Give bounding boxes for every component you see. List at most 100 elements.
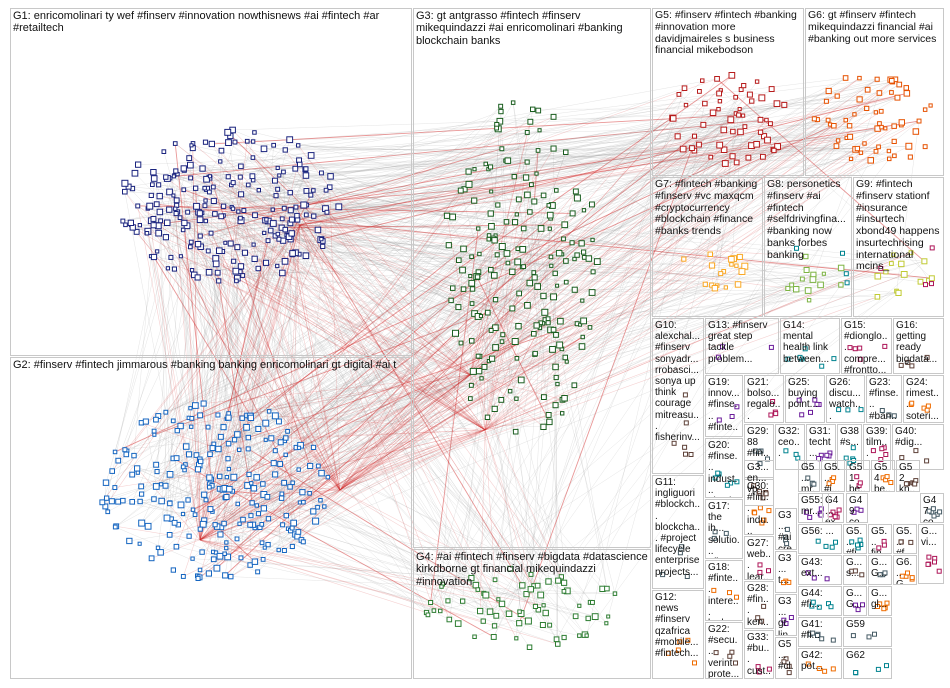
group-label: G5... #fi... [846,526,864,554]
group-label: G3: gt antgrasso #fintech #finserv mikeq… [416,10,648,47]
group-label: G22: #secu... verint prote... [708,624,740,679]
group-label: G11: ingliguori #blockch... blockcha... … [655,477,701,578]
group-label: G51 be... [849,462,867,492]
group-box-g1: G1: enricomolinari ty wef #finserv #inno… [10,8,412,356]
group-box-g28: G28: #fin... ken... [744,581,774,629]
group-box-g20: G20: #finse... indust... altusb... [705,438,743,498]
group-box-g27: G27: web... lear... [744,536,774,580]
group-box-g51: G51 be... [846,460,870,492]
group-label: G2: #finserv #fintech jimmarous #banking… [13,359,409,371]
group-label: G33: #bu... cust... [747,632,771,679]
group-box-g57: G5... fin... [868,524,892,554]
group-label: G62 [846,650,889,661]
group-label: G5: #finserv #fintech #banking #innovati… [655,10,801,57]
group-label: G1: enricomolinari ty wef #finserv #inno… [13,10,409,35]
group-label: G3... #ai cre... [778,510,794,550]
group-box-g3: G3: gt antgrasso #fintech #finserv mikeq… [413,8,651,548]
group-label: G19: innov... #finse... #finte... [708,377,740,437]
group-box-g47: G47 co... [920,493,944,523]
group-box-g18: G18: #finte... intere... look... [705,560,743,621]
group-label: G7: #fintech #banking #finserv #vc maxqc… [655,179,760,238]
group-label: G... s... [846,557,864,579]
group-box-g55: G55: mr... [798,493,829,523]
group-box-g65: G... G... [868,555,892,585]
group-box-g26: G26: discu... watch... [826,375,865,423]
group-box-g43: G43: ext... [798,555,842,585]
group-label: G... G... [846,588,864,610]
group-box-g42: G42: pot... [798,648,842,679]
group-label: G27: web... lear... [747,538,771,580]
group-box-g34: G3... en... vp... [744,460,774,506]
group-label: G38 #s... [840,426,859,448]
group-box-g16: G16: getting ready bigdata... [893,318,944,374]
group-box-g60: G6... G... [893,555,917,585]
group-label: G8: personetics #finserv #ai #fintech #s… [767,179,849,261]
group-box-g56: G56: ... [798,524,842,554]
group-box-g7: G7: #fintech #banking #finserv #vc maxqc… [652,177,763,317]
group-label: G31: techt... [809,426,833,460]
group-box-g61: G... G... [843,586,867,616]
group-box-g36: G3... t... [775,551,797,593]
group-label: G26: discu... watch... [829,377,862,422]
group-box-g62: G62 [843,648,892,679]
group-label: G6: gt #finserv #fintech mikequindazzi f… [808,10,941,45]
group-label: G49 co... [849,495,865,523]
group-label: G41: #fi... [801,619,839,641]
group-label: G54 be... [874,462,892,492]
group-label: G17: the ih... solutio... #finte... [708,501,740,559]
group-box-g49: G49 co... [846,493,868,523]
group-label: G3... gt lin... [778,596,794,636]
group-box-g23: G23: #finse... #ban... [866,375,902,423]
group-label: G5... #i... [824,462,842,492]
group-box-g17: G17: the ih... solutio... #finte... [705,499,743,559]
group-label: G5... mr... [801,462,817,492]
group-box-g24: G24: rimest... soteri... [903,375,944,423]
group-label: G59 [846,619,889,630]
group-box-g37: G3... gt lin... [775,594,797,636]
group-box-g6: G6: gt #finserv #fintech mikequindazzi f… [805,8,944,176]
group-box-g48: G5... #i... [821,460,845,492]
group-box-g66: G... gl... [868,586,892,616]
group-label: G12: news #finserv qzafrica #mobile... #… [655,592,701,659]
group-label: G25: buying point... [788,377,822,411]
group-label: G56: ... [801,526,839,537]
group-box-g4: G4: #ai #fintech #finserv #bigdata #data… [413,549,651,679]
group-box-g21: G21: bolso... regalo... [744,375,784,423]
group-label: G4: #ai #fintech #finserv #bigdata #data… [416,551,648,588]
group-label: G13: #finserv great step tackle problem.… [708,320,776,365]
group-label: G42: pot... [801,650,839,672]
group-label: G44: #fi... [801,588,839,610]
group-box-g2: G2: #finserv #fintech jimmarous #banking… [10,357,412,679]
group-label: G... G... [871,557,889,579]
group-box-g14: G14: mental health link between... [780,318,840,374]
group-label: G... gl... [871,588,889,610]
group-box-g11: G11: ingliguori #blockch... blockcha... … [652,475,704,589]
group-box-g33: G33: #bu... cust... [744,630,774,679]
group-box-g10: G10: alexchal... #finserv sonyadr... rro… [652,318,704,474]
group-label: G9: #fintech #finserv stationf #insuranc… [856,179,941,273]
group-label: G3... en... vp... [747,462,771,496]
group-label: G... vi... [921,526,941,548]
group-label: G47 co... [923,495,941,523]
group-label: G5... fin... [871,526,889,554]
group-box-g58: G5... #f... [893,524,917,554]
group-label: G24: rimest... soteri... [906,377,941,422]
group-box-g22: G22: #secu... verint prote... [705,622,743,679]
group-label: G28: #fin... ken... [747,583,771,629]
group-box-g12: G12: news #finserv qzafrica #mobile... #… [652,590,704,679]
group-box-g53: G5... mr... [798,460,820,492]
group-label: G5... #cl... [778,639,794,679]
group-label: G14: mental health link between... [783,320,837,365]
group-label: G5... #f... [896,526,914,554]
group-box-g13: G13: #finserv great step tackle problem.… [705,318,779,374]
group-label: G52 kn... [899,462,917,492]
group-box-g64: G... s... [843,555,867,585]
group-box-g15: G15: #dionglo... compre... #frontto... [841,318,892,374]
group-box-g44: G44: #fi... [798,586,842,616]
group-box-g54: G54 be... [871,460,895,492]
group-box-g19: G19: innov... #finse... #finte... [705,375,743,437]
group-label: G10: alexchal... #finserv sonyadr... rro… [655,320,701,443]
group-box-g9: G9: #fintech #finserv stationf #insuranc… [853,177,944,317]
group-label: G55: mr... [801,495,826,517]
group-label: G39: tilm... [866,426,888,460]
